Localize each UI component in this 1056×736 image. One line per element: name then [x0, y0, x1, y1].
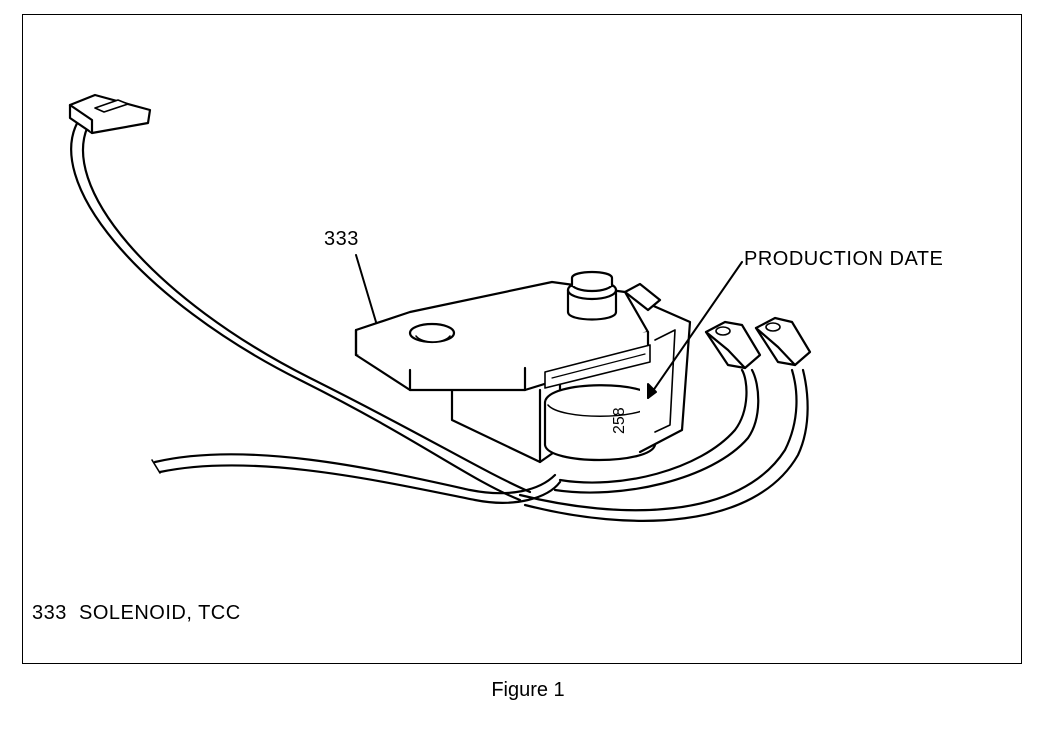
- legend-text: 333 SOLENOID, TCC: [32, 602, 241, 624]
- leader-lines: [355, 254, 743, 399]
- date-code-label: 258: [611, 407, 628, 434]
- leader-production-date: [647, 261, 743, 399]
- figure-caption: Figure 1: [491, 679, 565, 701]
- leader-arrowhead: [647, 383, 657, 399]
- spade-terminals: [704, 316, 812, 370]
- leader-333: [355, 254, 377, 323]
- figure-frame: [22, 14, 1022, 664]
- callout-production-date: PRODUCTION DATE: [744, 248, 944, 270]
- callout-part-number: 333: [324, 228, 359, 250]
- long-wire: [70, 116, 532, 502]
- short-wire-lead: [151, 453, 562, 504]
- loop-wire: [518, 368, 809, 522]
- solenoid-body: [354, 270, 692, 464]
- top-connector: [68, 93, 152, 135]
